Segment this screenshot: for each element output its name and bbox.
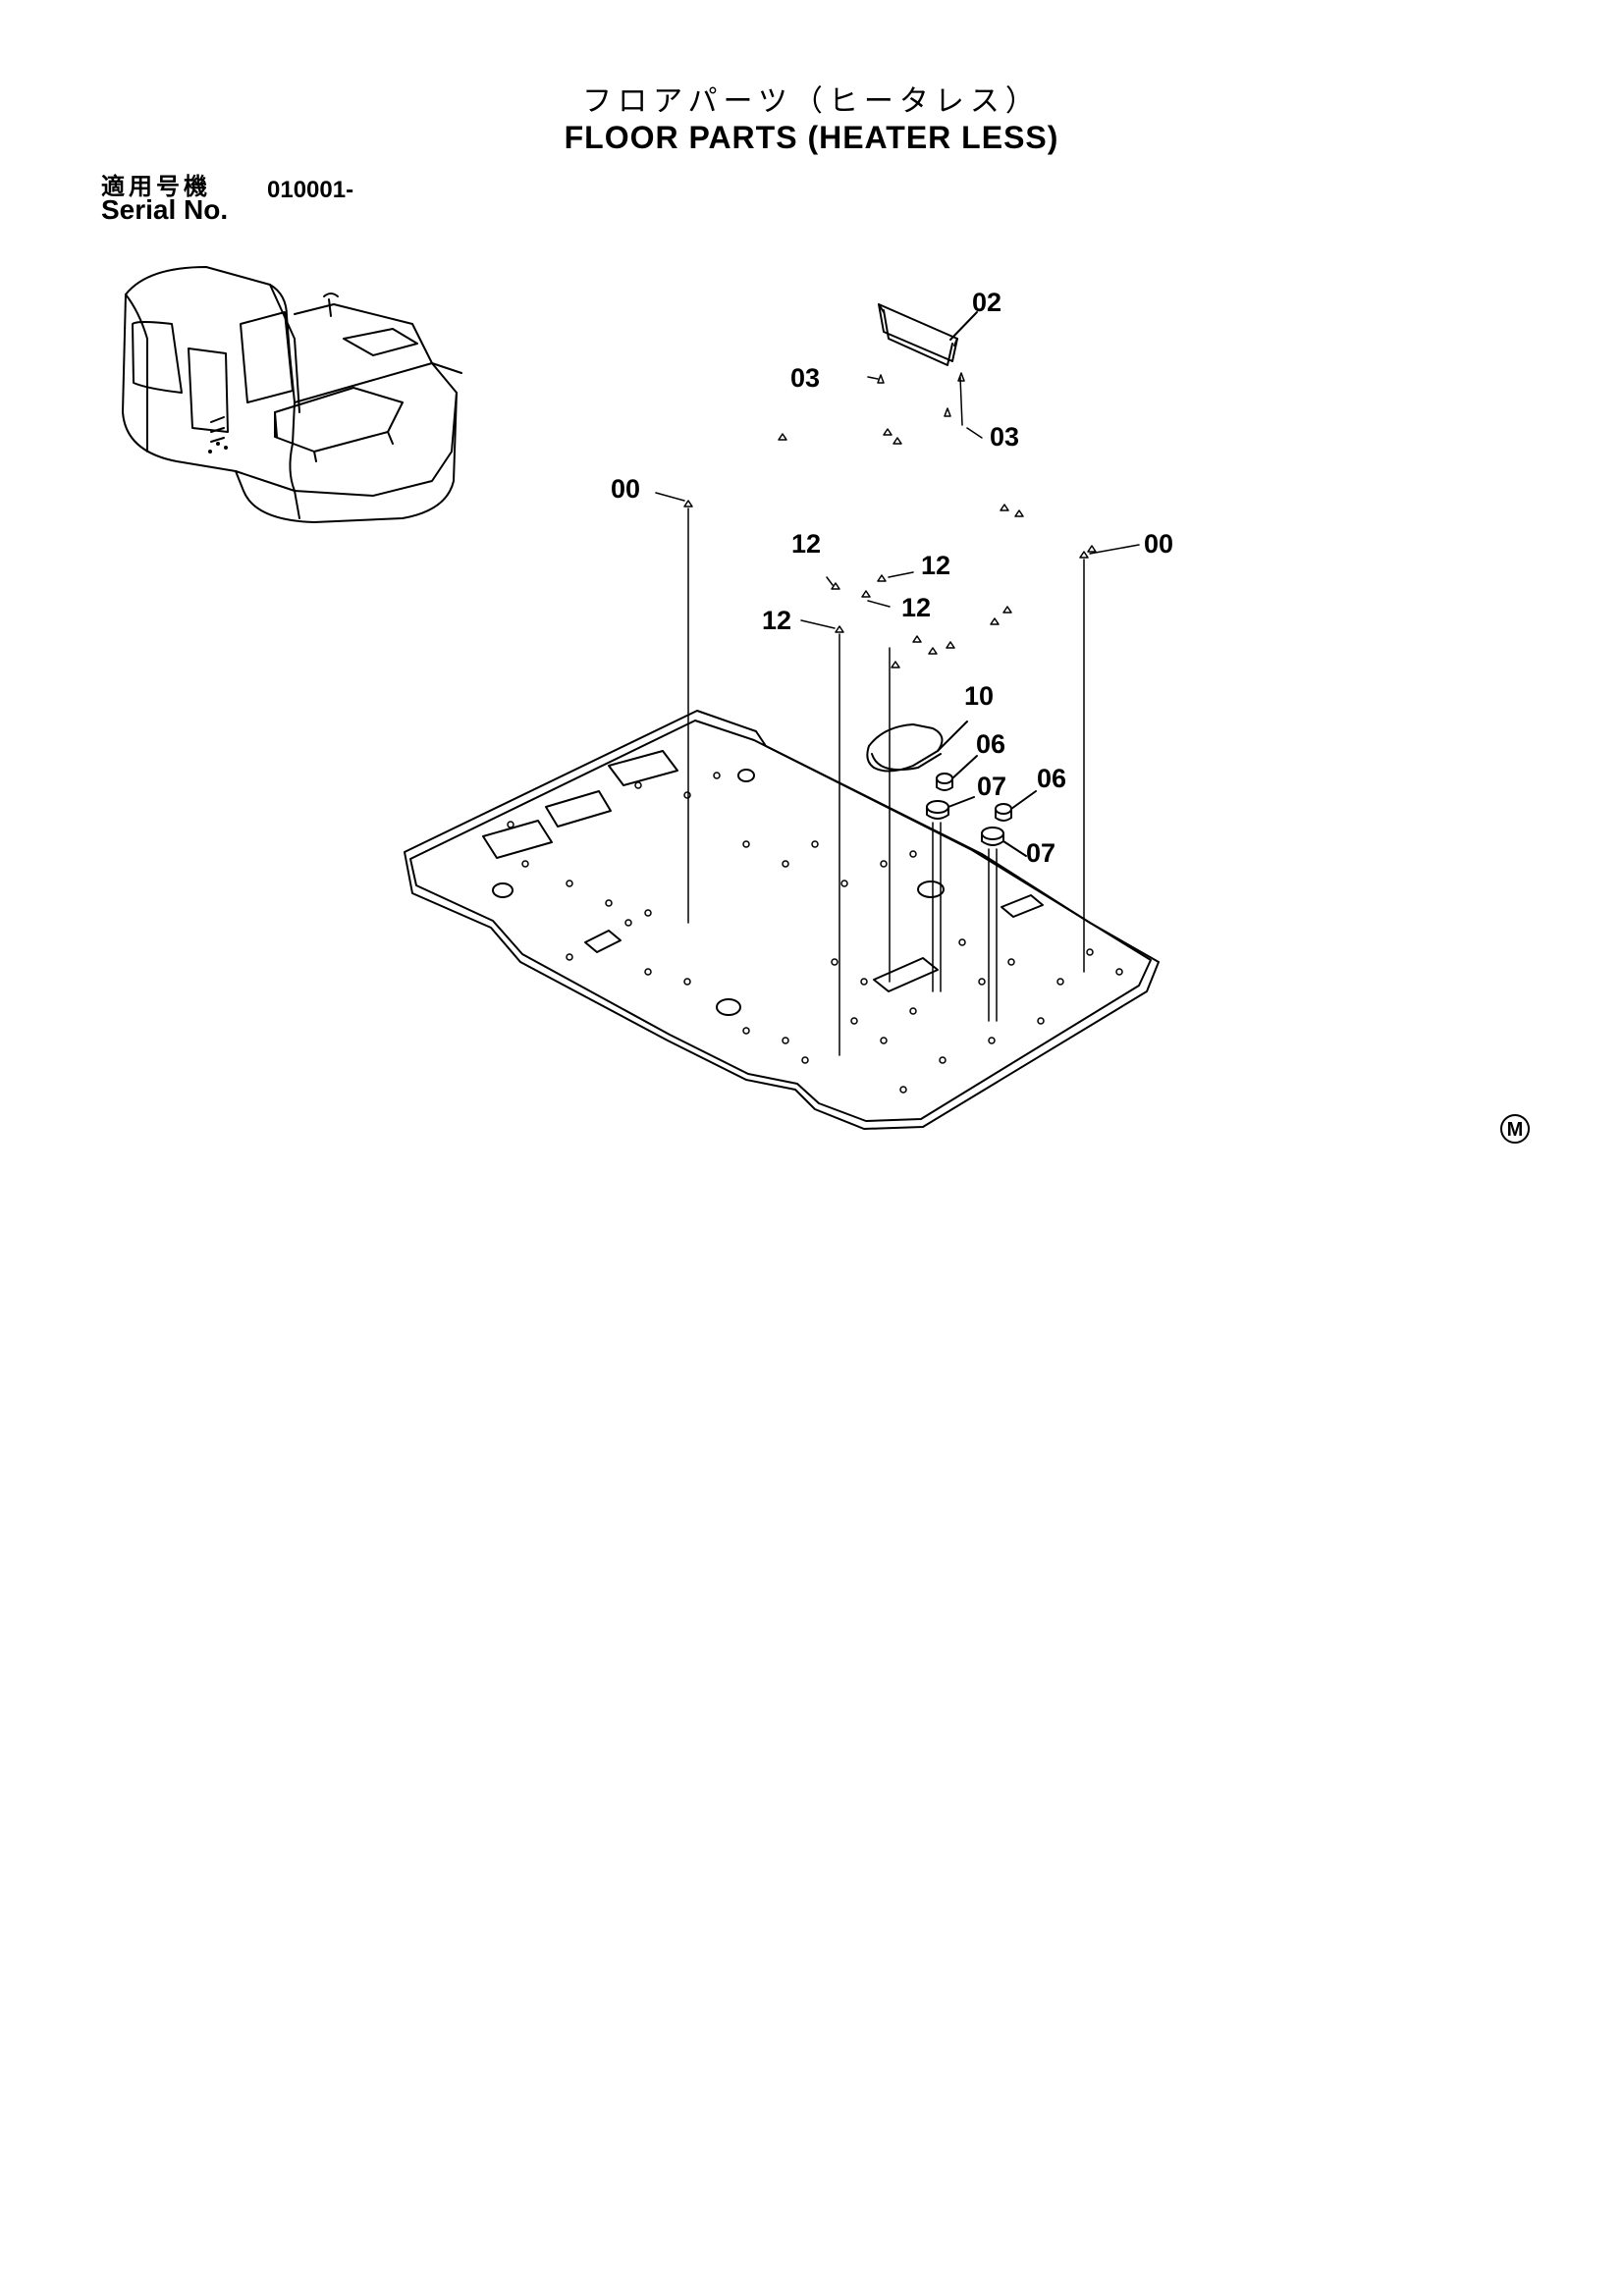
m-mark: M [1500,1114,1530,1144]
callout-07-right: 07 [1026,838,1055,868]
part-02-tray [878,303,978,366]
leader-lines [655,376,1140,1056]
part-10-pad [866,721,968,773]
part-06-07-caps [926,755,1037,1022]
callout-12-left: 12 [762,606,791,635]
floor-plate [404,710,1160,1130]
page-title-japanese: フロアパーツ（ヒータレス） [582,84,1041,119]
callout-10: 10 [964,681,994,711]
callout-00-left: 00 [611,474,640,504]
callout-03-left: 03 [790,363,820,393]
serial-label-japanese: 適用号機 [101,173,211,200]
callout-00-right: 00 [1144,529,1173,559]
serial-number: 010001- [267,177,354,203]
callout-12-right-lower: 12 [901,593,931,622]
callout-07-left: 07 [977,772,1006,801]
page-title: FLOOR PARTS (HEATER LESS) [564,120,1059,155]
callout-12-top: 12 [791,529,821,559]
callout-12-right-upper: 12 [921,551,950,580]
mounting-holes [507,772,1123,1094]
callout-02: 02 [972,288,1001,317]
machine-overview-illustration [122,266,462,523]
fasteners [683,372,1097,668]
callout-03-right: 03 [990,422,1019,452]
callout-06-right: 06 [1037,764,1066,793]
m-mark-letter: M [1507,1119,1524,1141]
serial-label: Serial No. [101,194,229,225]
callout-06-left: 06 [976,729,1005,759]
